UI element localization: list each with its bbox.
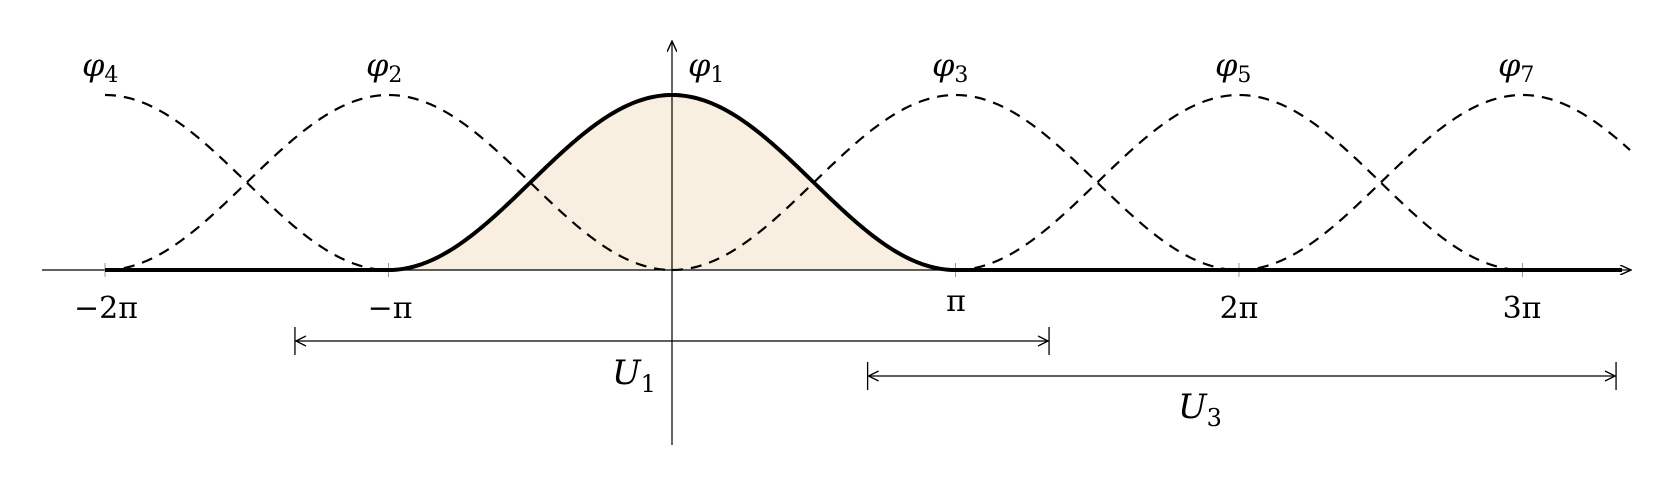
- tick-label-minus-pi: −π: [368, 291, 413, 326]
- phi-1-label: φ1: [688, 46, 724, 88]
- phi-2-label: φ2: [366, 46, 402, 88]
- svg-text:φ2: φ2: [366, 46, 402, 88]
- phi-7-curve: [1238, 93, 1631, 272]
- u1-label: U1: [612, 353, 656, 398]
- svg-text:φ5: φ5: [1215, 46, 1251, 88]
- svg-text:U1: U1: [612, 353, 656, 398]
- phi-1-curve: [388, 92, 956, 272]
- phi-4-label: φ4: [82, 46, 118, 88]
- phi-7-label: φ7: [1498, 46, 1534, 88]
- tick-label-3pi: 3π: [1503, 291, 1542, 326]
- svg-text:φ7: φ7: [1498, 46, 1534, 88]
- svg-text:U3: U3: [1178, 387, 1222, 432]
- u3-label: U3: [1178, 387, 1222, 432]
- phi-5-curve: [955, 93, 1523, 272]
- svg-text:φ4: φ4: [82, 46, 118, 88]
- svg-text:φ3: φ3: [932, 46, 968, 88]
- phi-3-curve: [671, 93, 1240, 272]
- interval-u3: [866, 362, 1617, 390]
- phi-3-label: φ3: [932, 46, 968, 88]
- phi-2-curve: [104, 93, 673, 272]
- phi-5-label: φ5: [1215, 46, 1251, 88]
- svg-text:φ1: φ1: [688, 46, 724, 88]
- tick-label-minus-2pi: −2π: [74, 291, 138, 326]
- phi-4-curve: [104, 93, 389, 272]
- interval-u1: [294, 327, 1050, 355]
- tick-label-pi: π: [946, 284, 966, 319]
- tick-label-2pi: 2π: [1220, 291, 1259, 326]
